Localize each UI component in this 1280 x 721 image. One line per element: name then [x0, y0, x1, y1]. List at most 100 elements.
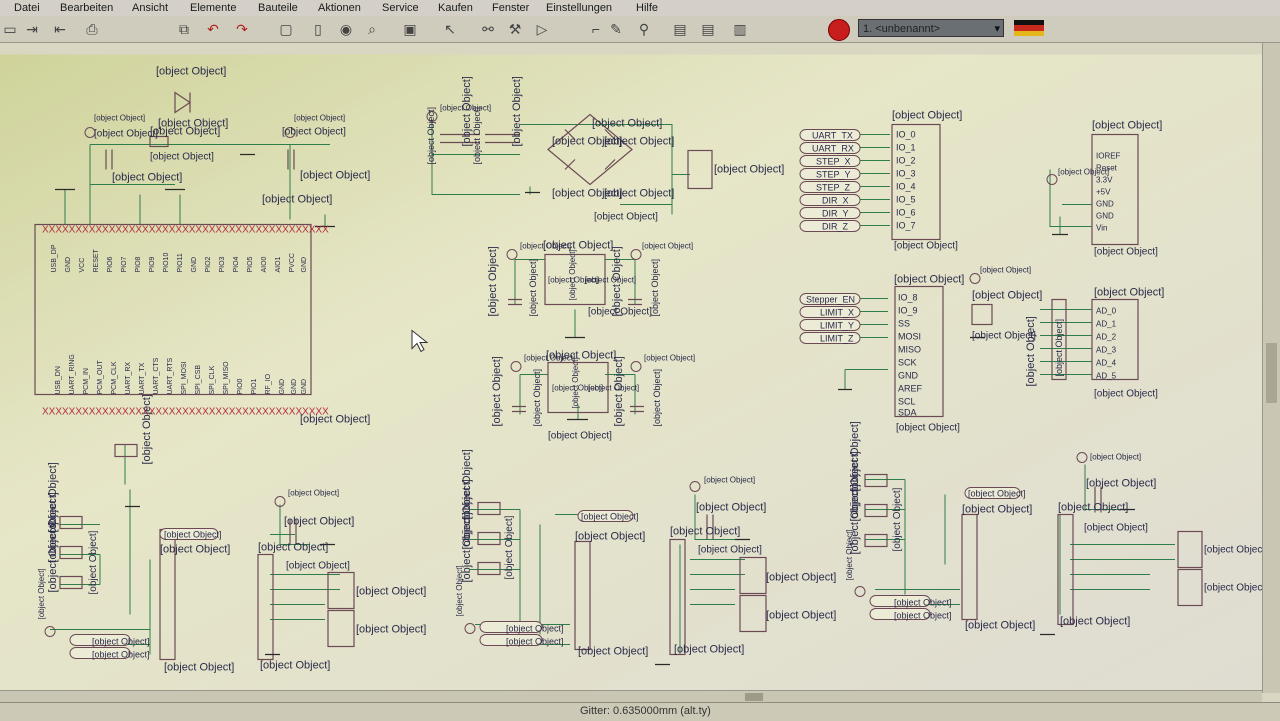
vertical-scrollbar[interactable]: [1262, 43, 1280, 693]
label-stepjumper-c: [object Object]: [892, 487, 903, 551]
chevron-down-icon: ▾: [994, 23, 1000, 35]
label-led-part: [object Object]: [158, 118, 228, 130]
x3c-body: [1091, 133, 1139, 246]
label-motor-sp-1-c: [object Object]: [1204, 545, 1262, 556]
menu-fenster[interactable]: Fenster: [492, 2, 530, 14]
net-flag-label: LIMIT_Z: [820, 334, 854, 344]
label-k10-b: [object Object]: [696, 502, 766, 514]
x3a-pin: IO_0: [896, 130, 916, 140]
x3b-pin: SCL: [898, 397, 916, 407]
menu-hilfe[interactable]: Hilfe: [636, 2, 659, 14]
btm-pin: PIO4: [233, 256, 240, 272]
x3b-pin: AREF: [898, 384, 923, 394]
menu-datei[interactable]: Datei: [14, 2, 40, 14]
menu-kaufen[interactable]: Kaufen: [438, 2, 473, 14]
menu-elemente[interactable]: Elemente: [190, 2, 237, 14]
btm-pin: PIO0: [237, 378, 244, 394]
binoculars-icon[interactable]: ⚯: [482, 21, 494, 37]
zoom-icon[interactable]: ⌕: [368, 21, 376, 37]
label-x3c-part: [object Object]: [1094, 247, 1158, 258]
status-bar: Gitter: 0.635000mm (alt.ty): [0, 702, 1280, 721]
net-flag-label: DIR_Z: [822, 222, 849, 232]
label-c1: [object Object]: [284, 516, 354, 528]
x3a-pin: IO_3: [896, 169, 916, 179]
redo-icon[interactable]: ↷: [236, 21, 248, 37]
page-2-icon[interactable]: ▤: [701, 21, 715, 37]
vertical-scroll-thumb[interactable]: [1266, 343, 1277, 403]
label-step-z: [object Object]: [894, 598, 952, 608]
save-icon[interactable]: ⇤: [54, 21, 66, 37]
probe-icon[interactable]: ⚲: [638, 21, 650, 37]
eye-icon[interactable]: ◉: [339, 21, 353, 37]
x3b-net-flags-text: Stepper_EN LIMIT_X LIMIT_Y LIMIT_Z: [806, 295, 855, 344]
label-drv8825-a: [object Object]: [164, 662, 234, 674]
menu-bauteile[interactable]: Bauteile: [258, 2, 298, 14]
menu-service[interactable]: Service: [382, 2, 419, 14]
label-c9: [object Object]: [112, 172, 182, 184]
schematic-canvas[interactable]: XXXXXXXXXXXXXXXXXXXXXXXXXXXXXXXXXXXXXXXX…: [0, 43, 1262, 713]
wrench-icon[interactable]: ⚒: [508, 21, 522, 37]
label-dir-x: [object Object]: [92, 650, 150, 660]
btm-pin: UART_RTS: [167, 357, 174, 394]
label-12v-b: [object Object]: [704, 476, 755, 485]
net-flag-label: STEP_Y: [816, 170, 851, 180]
label-c4: [object Object]: [461, 76, 473, 146]
label-c8-value: [object Object]: [282, 127, 346, 138]
label-c9-value: [object Object]: [94, 129, 158, 140]
x3d-pin: AD_4: [1096, 359, 1117, 368]
page-icon[interactable]: ▯: [314, 21, 322, 37]
x3a-body: [891, 123, 941, 241]
label-step-y: [object Object]: [506, 624, 564, 634]
select-arrow-icon[interactable]: ↖: [444, 21, 456, 37]
svg-text:XXXXXXXXXXXXXXXXXXXXXXXXXXXXXX: XXXXXXXXXXXXXXXXXXXXXXXXXXXXXXXXXXXXXXXX…: [42, 407, 329, 418]
label-k1: [object Object]: [160, 544, 230, 556]
k19-body: [1057, 513, 1074, 626]
new-schematic-icon[interactable]: ▭: [3, 21, 17, 37]
led-symbol: [174, 91, 192, 114]
pen-icon[interactable]: ✎: [610, 21, 622, 37]
wire-icon[interactable]: ⌐: [591, 21, 601, 37]
menu-aktionen[interactable]: Aktionen: [318, 2, 361, 14]
label-drv8824-a: [object Object]: [260, 660, 330, 672]
menu-ansicht[interactable]: Ansicht: [132, 2, 169, 14]
x3b-pin: SCK: [898, 358, 917, 368]
label-d3: [object Object]: [552, 136, 622, 148]
open-file-icon[interactable]: ⇥: [26, 21, 38, 37]
x3d-pin: AD_3: [1096, 346, 1117, 355]
net-flag-label: STEP_Z: [816, 183, 851, 193]
label-3v-a: [object Object]: [94, 114, 145, 123]
btm-pin: AIO0: [261, 256, 268, 272]
print-icon[interactable]: ⎙: [86, 21, 98, 37]
btm-pin: RESET: [93, 248, 100, 272]
record-icon[interactable]: [828, 19, 850, 41]
motor-coil-6: [1177, 568, 1203, 607]
label-x3d-part: [object Object]: [1094, 389, 1158, 400]
document-icon[interactable]: ▥: [733, 21, 747, 37]
zoom-fit-icon[interactable]: ▣: [403, 21, 417, 37]
label-k19: [object Object]: [1058, 502, 1128, 514]
page-1-icon[interactable]: ▤: [673, 21, 687, 37]
label-x1-3v: [object Object]: [644, 354, 695, 363]
menu-einstellungen[interactable]: Einstellungen: [546, 2, 613, 14]
net-flag-label: Stepper_EN: [806, 295, 855, 305]
label-drv8824-b: [object Object]: [674, 644, 744, 656]
horizontal-scroll-thumb[interactable]: [745, 693, 763, 701]
k3-body: [1051, 298, 1067, 381]
label-x1-gnd: [object Object]: [571, 357, 580, 408]
label-k9: [object Object]: [47, 492, 59, 562]
net-flag-label: DIR_X: [822, 196, 849, 206]
label-ic1-5v: [object Object]: [642, 242, 693, 251]
horizontal-scrollbar[interactable]: [0, 690, 1262, 703]
document-select[interactable]: 1. <unbenannt>▾: [858, 19, 1004, 37]
sheet-icon[interactable]: ▢: [279, 21, 293, 37]
component-icon[interactable]: ▷: [536, 21, 548, 37]
menu-bearbeiten[interactable]: Bearbeiten: [60, 2, 114, 14]
label-c1-value: [object Object]: [286, 561, 350, 572]
label-motor-spule-1-b: [object Object]: [766, 572, 836, 584]
label-ic1-in: [object Object]: [548, 276, 599, 285]
german-flag-icon[interactable]: [1014, 20, 1044, 36]
undo-icon[interactable]: ↶: [207, 21, 219, 37]
x3b-pin: IO_9: [898, 306, 918, 316]
copy-icon[interactable]: ⧉: [179, 21, 189, 37]
btm-pin: GND: [65, 257, 72, 273]
